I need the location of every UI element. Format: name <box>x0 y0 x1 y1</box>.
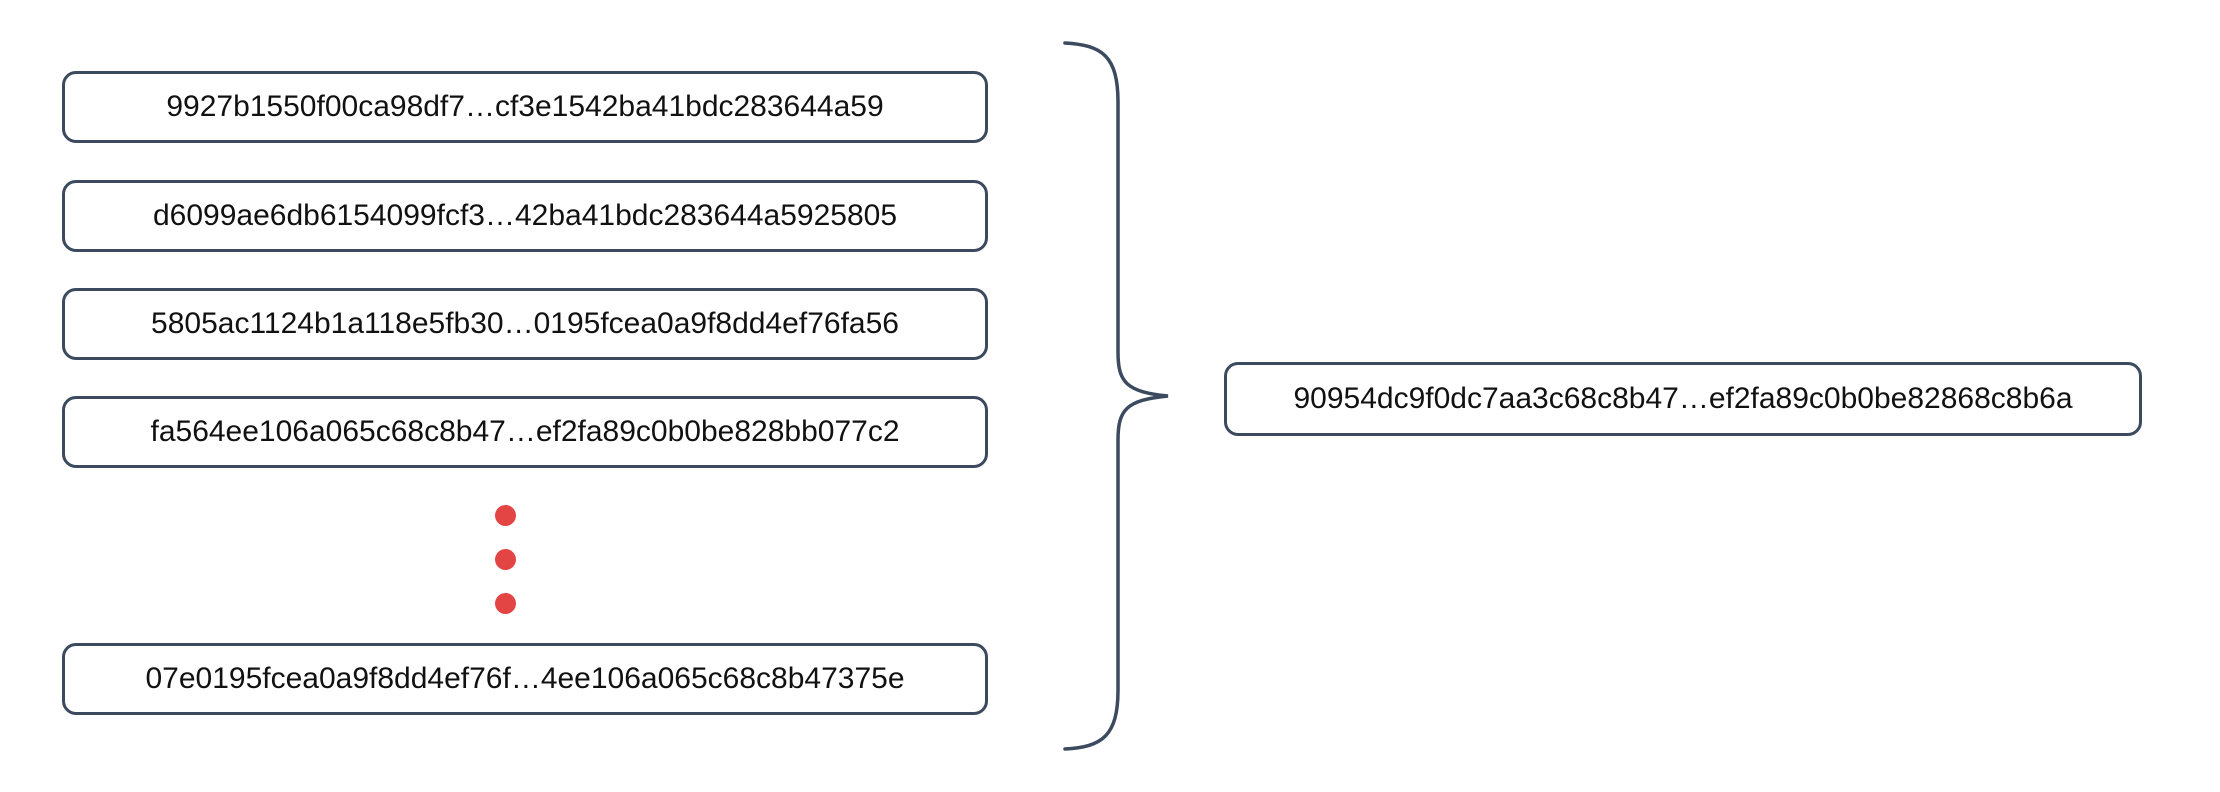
curly-brace-icon <box>1063 41 1169 751</box>
input-hash-box: 07e0195fcea0a9f8dd4ef76f…4ee106a065c68c8… <box>62 643 988 715</box>
input-hash-label: fa564ee106a065c68c8b47…ef2fa89c0b0be828b… <box>150 415 900 448</box>
input-hash-label: d6099ae6db6154099fcf3…42ba41bdc283644a59… <box>152 199 898 232</box>
input-hash-box: d6099ae6db6154099fcf3…42ba41bdc283644a59… <box>62 180 988 252</box>
input-hash-label: 5805ac1124b1a118e5fb30…0195fcea0a9f8dd4e… <box>151 307 899 340</box>
input-hash-label: 9927b1550f00ca98df7…cf3e1542ba41bdc28364… <box>166 90 884 123</box>
ellipsis-dot-icon <box>495 593 516 614</box>
input-hash-box: fa564ee106a065c68c8b47…ef2fa89c0b0be828b… <box>62 396 988 468</box>
output-hash-box: 90954dc9f0dc7aa3c68c8b47…ef2fa89c0b0be82… <box>1224 362 2142 436</box>
output-hash-label: 90954dc9f0dc7aa3c68c8b47…ef2fa89c0b0be82… <box>1293 382 2073 415</box>
ellipsis-dot-icon <box>495 549 516 570</box>
input-hash-box: 9927b1550f00ca98df7…cf3e1542ba41bdc28364… <box>62 71 988 143</box>
input-hash-box: 5805ac1124b1a118e5fb30…0195fcea0a9f8dd4e… <box>62 288 988 360</box>
input-hash-label: 07e0195fcea0a9f8dd4ef76f…4ee106a065c68c8… <box>145 662 905 695</box>
ellipsis-dot-icon <box>495 505 516 526</box>
